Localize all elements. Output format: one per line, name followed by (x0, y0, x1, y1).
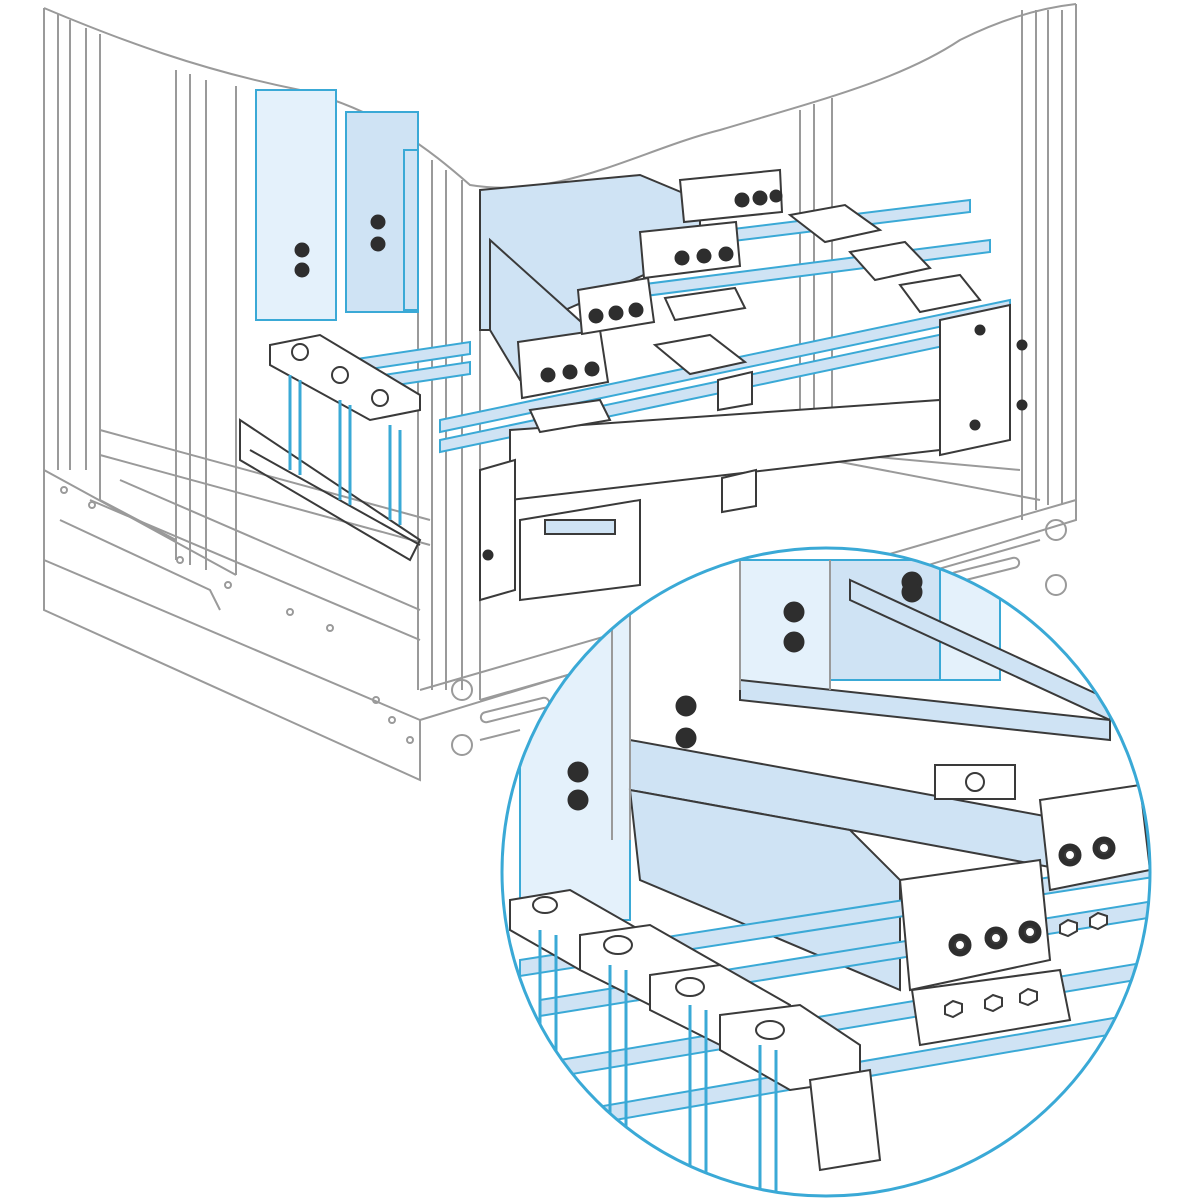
upper-bolts (294, 214, 386, 278)
left-vertical-conductors (288, 375, 402, 525)
central-bolts (482, 189, 1028, 561)
left-busbar-support (239, 333, 422, 562)
busbar-clamps (528, 203, 982, 434)
vertical-busbars (255, 89, 419, 321)
magnifier-ring (500, 546, 1152, 1198)
